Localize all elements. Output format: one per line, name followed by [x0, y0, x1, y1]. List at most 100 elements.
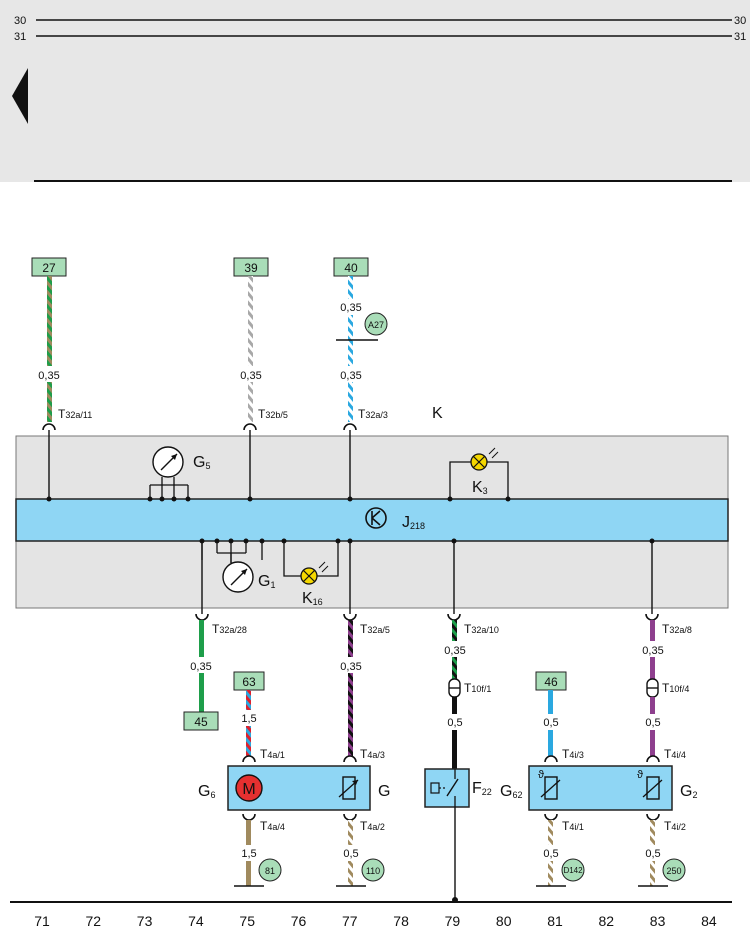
gauge-g1 — [201, 541, 263, 593]
connector-t32a-28: T32a/28 — [212, 622, 247, 636]
component-g5-label: G5 — [193, 454, 210, 471]
wire-size-81: 0,5 — [543, 717, 558, 729]
column-number: 74 — [188, 913, 204, 929]
ground-81-label: 81 — [265, 866, 275, 876]
connector-t10f4-icon — [646, 678, 659, 698]
ground-point-250 — [662, 858, 686, 882]
wire-size-77-ground: 0,5 — [343, 848, 358, 860]
column-number: 76 — [291, 913, 307, 929]
ground-110-label: 110 — [366, 866, 380, 876]
wire-size-75-motor: 1,5 — [241, 713, 256, 725]
component-g2-label: G2 — [680, 783, 697, 800]
connector-t4a1-icon — [242, 755, 256, 763]
connector-t32a8-icon — [645, 613, 659, 621]
thermistor-g62-icon: ϑ — [538, 769, 561, 800]
component-k3-label: K3 — [472, 479, 488, 496]
connector-t32a11-icon — [42, 423, 56, 431]
terminal-box-45 — [183, 711, 219, 731]
column-number: 80 — [496, 913, 512, 929]
wire-75-gr-wh — [248, 276, 253, 422]
connector-t4i2-icon — [646, 813, 660, 821]
column-number: 75 — [239, 913, 255, 929]
connector-t32a-11: T32a/11 — [58, 407, 92, 421]
previous-page-arrow-icon[interactable] — [12, 68, 28, 124]
component-k16-label: K16 — [302, 590, 323, 607]
fuel-pump-motor-icon — [235, 774, 263, 802]
rail-31-right-label: 31 — [734, 31, 746, 43]
connector-t32a-8: T32a/8 — [662, 622, 692, 636]
connector-t32a-5: T32a/5 — [360, 622, 390, 636]
connector-t4i4-icon — [646, 755, 660, 763]
rail-30-left-label: 30 — [14, 15, 26, 27]
wire-size-75-ground: 1,5 — [241, 848, 256, 860]
wire-size-77-mid: 0,35 — [340, 370, 361, 382]
connector-t32a28-icon — [195, 613, 209, 621]
column-number: 83 — [650, 913, 666, 929]
wire-size-83-ground: 0,5 — [645, 848, 660, 860]
column-number: 78 — [393, 913, 409, 929]
connector-t32a3-icon — [343, 423, 357, 431]
wire-77-bk-vi — [348, 620, 353, 756]
column-number: 72 — [86, 913, 102, 929]
rail-31-left-label: 31 — [14, 31, 26, 43]
wire-size-81-ground: 0,5 — [543, 848, 558, 860]
thermistor-g2-icon: ϑ — [637, 769, 663, 800]
terminal-46-label: 46 — [544, 675, 558, 689]
connector-t4a-3: T4a/3 — [360, 747, 385, 761]
wire-size-77-lower: 0,35 — [340, 661, 361, 673]
connector-t32b-5: T32b/5 — [258, 407, 288, 421]
ground-point-110 — [361, 858, 385, 882]
wire-size-74: 0,35 — [190, 661, 211, 673]
wire-size-71: 0,35 — [38, 370, 59, 382]
connector-t4a4-icon — [242, 813, 256, 821]
component-k-label: K — [432, 405, 443, 422]
wire-size-83-lower: 0,5 — [645, 717, 660, 729]
ground-point-81 — [258, 858, 282, 882]
junction-dots — [46, 496, 655, 544]
oil-pressure-switch-f22 — [424, 768, 470, 808]
connector-t4i3-icon — [544, 755, 558, 763]
connector-t10f-4: T10f/4 — [662, 681, 689, 695]
transistor-icon — [365, 507, 387, 529]
terminal-39-label: 39 — [244, 261, 258, 275]
column-number: 77 — [342, 913, 358, 929]
connector-t4a3-icon — [343, 755, 357, 763]
wire-71-gn-br — [47, 276, 52, 422]
component-f22-label: F22 — [472, 780, 492, 797]
wire-size-75: 0,35 — [240, 370, 261, 382]
motor-letter: M — [242, 781, 255, 798]
connector-t10f1-icon — [448, 678, 461, 698]
rail-30: 30 30 — [14, 15, 746, 27]
component-j218-label: J218 — [402, 514, 425, 531]
wire-77-bl-wh — [348, 276, 353, 422]
connector-t4a2-icon — [343, 813, 357, 821]
wire-size-83-top: 0,35 — [642, 645, 663, 657]
sender-g-resistor-icon — [338, 776, 359, 800]
ground-point-d142 — [561, 858, 585, 882]
connector-t4a-4: T4a/4 — [260, 819, 285, 833]
warning-lamp-k16-icon — [283, 541, 339, 585]
connector-t4i1-icon — [544, 813, 558, 821]
component-g1-label: G1 — [258, 573, 275, 590]
ground-a27-label: A27 — [368, 320, 384, 330]
connector-t32a10-icon — [447, 613, 461, 621]
terminal-27-label: 27 — [42, 261, 56, 275]
column-number: 71 — [34, 913, 50, 929]
ground-d142-label: D142 — [563, 866, 583, 875]
warning-lamp-k3-icon — [449, 447, 509, 499]
connector-t32a5-icon — [343, 613, 357, 621]
pressure-switch-icon — [430, 769, 459, 807]
wire-size-77-top: 0,35 — [340, 302, 361, 314]
connector-t32a-3: T32a/3 — [358, 407, 388, 421]
connector-t32a-10: T32a/10 — [464, 622, 499, 636]
column-number: 82 — [599, 913, 615, 929]
component-g62-label: G62 — [500, 783, 522, 800]
rail-30-right-label: 30 — [734, 15, 746, 27]
svg-text:ϑ: ϑ — [637, 769, 643, 781]
connector-t32b5-icon — [243, 423, 257, 431]
rail-31: 31 31 — [14, 31, 746, 43]
column-number: 81 — [547, 913, 563, 929]
component-g-label: G — [378, 783, 390, 800]
